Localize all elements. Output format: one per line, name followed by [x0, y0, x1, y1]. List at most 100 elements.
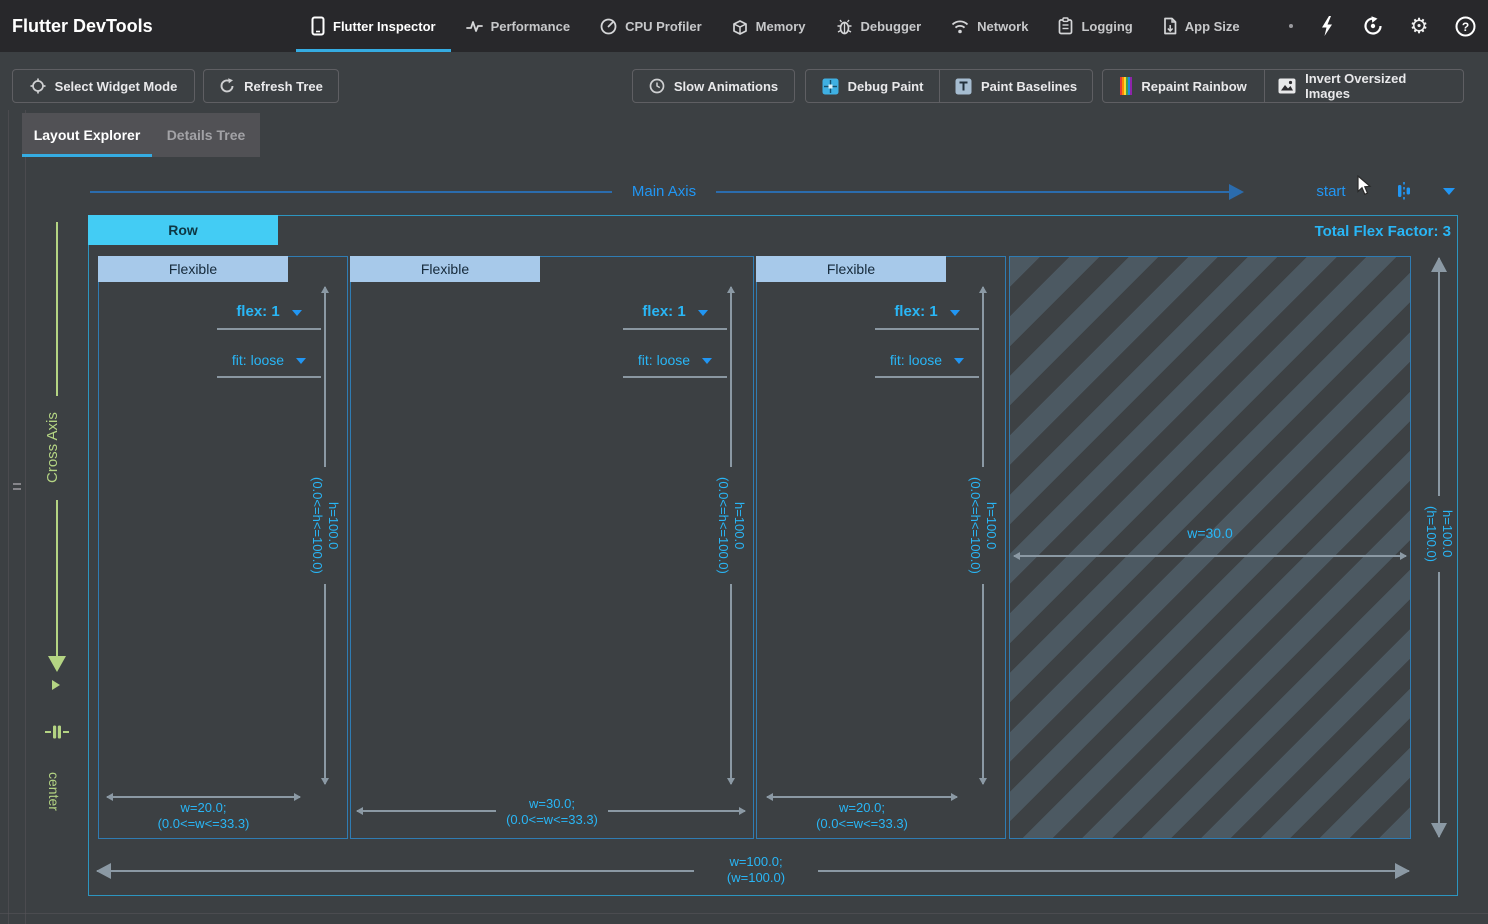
fit-dropdown[interactable]: fit: loose: [875, 352, 979, 378]
width-label: w=30.0: [1187, 525, 1233, 541]
flex-controls: flex: 1 fit: loose: [217, 303, 321, 378]
flexible-header[interactable]: Flexible: [756, 256, 946, 282]
main-axis-label: Main Axis: [612, 183, 716, 200]
tab-performance[interactable]: Performance: [451, 0, 585, 52]
fit-dropdown[interactable]: fit: loose: [217, 352, 321, 378]
status-dot: [1289, 24, 1293, 28]
height-label: h=100.0(0.0<=h<=100.0): [965, 467, 1001, 584]
tab-logging[interactable]: Logging: [1043, 0, 1147, 52]
flex-dropdown[interactable]: flex: 1: [875, 303, 979, 330]
cross-axis-label: Cross Axis: [44, 396, 61, 500]
dropdown-caret-icon: [296, 358, 307, 364]
main-axis-dropdown-caret-icon[interactable]: [1443, 188, 1455, 195]
row-widget-header[interactable]: Row: [88, 215, 278, 245]
memory-icon: [732, 19, 747, 35]
dropdown-caret-icon: [954, 358, 965, 364]
bolt-icon: [1322, 16, 1332, 36]
cross-axis-caret-icon: [52, 680, 60, 690]
refresh-icon: [220, 78, 234, 93]
tab-flutter-inspector[interactable]: Flutter Inspector: [296, 0, 451, 52]
parent-width-label: w=100.0;(w=100.0): [694, 854, 818, 886]
select-widget-mode-button[interactable]: Select Widget Mode: [12, 69, 195, 103]
app-size-icon: [1163, 17, 1177, 35]
cross-axis-alignment-dropdown[interactable]: center: [46, 772, 62, 811]
flex-dropdown[interactable]: flex: 1: [217, 303, 321, 330]
bottom-divider: [0, 913, 1488, 914]
settings-button[interactable]: ⚙: [1396, 0, 1442, 52]
cpu-profiler-icon: [600, 18, 617, 34]
logging-icon: [1059, 17, 1073, 35]
invert-images-icon: [1278, 78, 1296, 94]
network-icon: [952, 20, 969, 33]
tab-memory[interactable]: Memory: [717, 0, 821, 52]
fixed-size-child[interactable]: w=30.0: [1009, 256, 1411, 839]
main-axis-alignment-icon[interactable]: [1394, 181, 1414, 201]
debugger-icon: [837, 19, 851, 34]
tab-debugger[interactable]: Debugger: [821, 0, 937, 52]
hot-restart-button[interactable]: [1350, 0, 1396, 52]
dropdown-caret-icon: [702, 358, 713, 364]
repaint-rainbow-icon: [1120, 77, 1133, 95]
flexible-child-1[interactable]: Flexible flex: 1 fit: loose h=100.0(0.0<…: [98, 256, 348, 839]
repaint-rainbow-button[interactable]: Repaint Rainbow: [1103, 69, 1264, 103]
mouse-cursor-icon: [1357, 175, 1372, 196]
inspector-tab-strip: Layout Explorer Details Tree: [22, 113, 260, 157]
tab-layout-explorer[interactable]: Layout Explorer: [22, 113, 152, 157]
flex-controls: flex: 1 fit: loose: [623, 303, 727, 378]
cross-axis-arrowhead-icon: [48, 656, 66, 672]
bolt-button[interactable]: [1304, 0, 1350, 52]
dropdown-caret-icon: [291, 309, 302, 316]
repaint-toggles-group: Repaint Rainbow Invert Oversized Images: [1102, 69, 1464, 103]
height-label: h=100.0(0.0<=h<=100.0): [713, 467, 749, 584]
main-axis-alignment-dropdown[interactable]: start: [1308, 183, 1354, 200]
main-axis-arrowhead-icon: [1229, 184, 1244, 200]
parent-height-label: h=100.0(h=100.0): [1421, 496, 1457, 573]
help-icon: ?: [1455, 16, 1475, 36]
row-widget-box[interactable]: Row Total Flex Factor: 3 Flexible flex: …: [88, 215, 1458, 896]
fit-dropdown[interactable]: fit: loose: [623, 352, 727, 378]
width-label: w=30.0;(0.0<=w<=33.3): [351, 796, 753, 828]
debug-paint-button[interactable]: Debug Paint: [806, 69, 939, 103]
paint-toggles-group: Debug Paint Paint Baselines: [805, 69, 1093, 103]
slow-animations-button[interactable]: Slow Animations: [632, 69, 795, 103]
locate-icon: [30, 78, 46, 94]
height-label: h=100.0(0.0<=h<=100.0): [307, 467, 343, 584]
dropdown-caret-icon: [949, 309, 960, 316]
invert-oversized-images-button[interactable]: Invert Oversized Images: [1264, 69, 1463, 103]
width-label: w=20.0;(0.0<=w<=33.3): [157, 800, 250, 831]
tab-cpu-profiler[interactable]: CPU Profiler: [585, 0, 717, 52]
svg-text:?: ?: [1461, 20, 1468, 34]
flexible-header[interactable]: Flexible: [350, 256, 540, 282]
gear-icon: ⚙: [1409, 14, 1429, 38]
clock-icon: [649, 78, 665, 94]
tab-details-tree[interactable]: Details Tree: [166, 127, 246, 143]
top-app-bar: Flutter DevTools Flutter Inspector Perfo…: [0, 0, 1488, 52]
debug-paint-icon: [822, 78, 839, 94]
width-arrow: [106, 793, 301, 801]
top-actions: ⚙ ?: [1304, 0, 1488, 52]
flexible-child-2[interactable]: Flexible flex: 1 fit: loose h=100.0(0.0<…: [350, 256, 754, 839]
tab-app-size[interactable]: App Size: [1148, 0, 1255, 52]
cross-axis-alignment-icon[interactable]: [45, 723, 69, 741]
paint-baselines-icon: [955, 78, 972, 94]
flex-controls: flex: 1 fit: loose: [875, 303, 979, 378]
phone-icon: [311, 16, 325, 36]
paint-baselines-button[interactable]: Paint Baselines: [939, 69, 1092, 103]
splitter-grip-icon[interactable]: [13, 480, 21, 492]
width-label: w=20.0;(0.0<=w<=33.3): [816, 800, 908, 831]
flex-dropdown[interactable]: flex: 1: [623, 303, 727, 330]
performance-icon: [465, 21, 483, 32]
tab-network[interactable]: Network: [936, 0, 1043, 52]
dropdown-caret-icon: [697, 309, 708, 316]
hot-restart-icon: [1364, 16, 1382, 35]
width-arrow: [1013, 552, 1407, 560]
total-flex-factor: Total Flex Factor: 3: [1314, 223, 1451, 240]
app-title: Flutter DevTools: [12, 16, 153, 36]
pane-splitter[interactable]: [8, 110, 26, 924]
refresh-tree-button[interactable]: Refresh Tree: [203, 69, 339, 103]
help-button[interactable]: ?: [1442, 0, 1488, 52]
width-arrow: [766, 793, 958, 801]
flexible-header[interactable]: Flexible: [98, 256, 288, 282]
flexible-child-3[interactable]: Flexible flex: 1 fit: loose h=100.0(0.0<…: [756, 256, 1006, 839]
